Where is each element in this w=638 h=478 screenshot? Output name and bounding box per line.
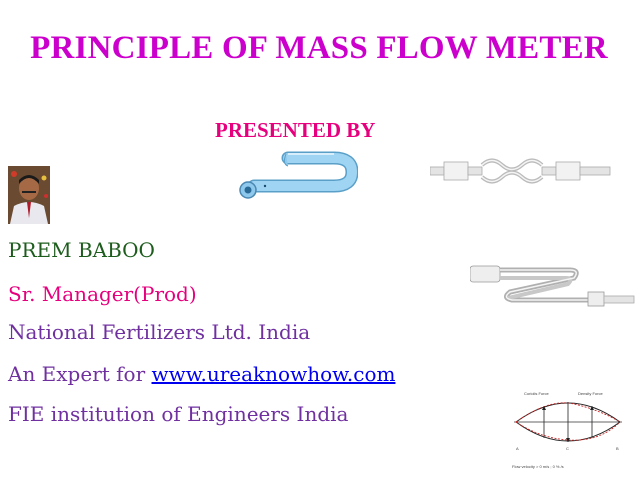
loop-tube-illustration [470,265,635,307]
presenter-name: PREM BABOO [8,238,155,262]
diagram-point-a: A [516,446,519,451]
u-tube-illustration [239,151,358,199]
presenter-company: National Fertilizers Ltd. India [8,320,311,344]
slide-title: PRINCIPLE OF MASS FLOW METER [30,30,608,66]
diagram-point-c: C [566,446,569,451]
diagram-label-right: Density Force [578,391,603,396]
presenter-position: Sr. Manager(Prod) [8,282,197,306]
twin-tube-illustration [430,158,611,184]
diagram-point-b: B [616,446,619,451]
presented-by-label: PRESENTED BY [215,118,376,142]
diagram-footnote: Flow velocity > 0 m/s ; 0 % /s [512,464,564,469]
vibration-diagram: Coriolis Force Density Force A C B Flow … [512,391,622,469]
website-link[interactable]: www.ureaknowhow.com [151,362,396,386]
presenter-expertise: An Expert for www.ureaknowhow.com [8,362,395,386]
presenter-institution: FIE institution of Engineers India [8,402,349,426]
expertise-prefix: An Expert for [8,362,152,386]
presenter-photo [8,166,50,224]
diagram-label-left: Coriolis Force [524,391,549,396]
